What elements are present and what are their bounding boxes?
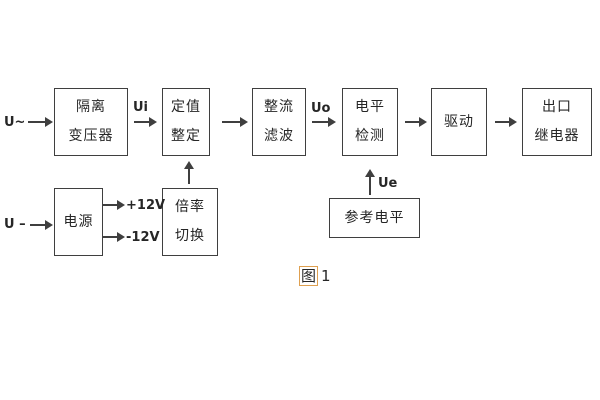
block-label-line: 倍率: [175, 199, 205, 215]
block-level-detection: 电平 检测: [342, 88, 398, 156]
block-label-line: 电平: [355, 99, 385, 115]
block-label-line: 定值: [171, 99, 201, 115]
block-label-line: 检测: [355, 128, 385, 144]
arrow-power-positive-icon: [103, 200, 125, 210]
block-setting-adjustment: 定值 整定: [162, 88, 210, 156]
block-label-line: 出口: [542, 99, 572, 115]
block-drive: 驱动: [431, 88, 487, 156]
signal-label-ue: Ue: [378, 176, 398, 191]
block-output-relay: 出口 继电器: [522, 88, 592, 156]
arrow-level-to-drive-icon: [405, 117, 427, 127]
arrow-rectifier-to-level-icon: [312, 117, 336, 127]
block-label-line: 整定: [171, 128, 201, 144]
block-label-line: 电源: [63, 213, 94, 230]
block-label-line: 整流: [264, 99, 294, 115]
block-label-line: 滤波: [264, 128, 294, 144]
block-label-line: 变压器: [68, 128, 114, 144]
block-rectifier-filter: 整流 滤波: [252, 88, 306, 156]
arrow-transformer-to-setting-icon: [134, 117, 157, 127]
block-label-line: 切换: [175, 228, 205, 244]
block-label-line: 驱动: [444, 113, 474, 130]
block-isolation-transformer: 隔离 变压器: [54, 88, 128, 156]
block-label-line: 隔离: [76, 99, 106, 115]
block-ratio-switching: 倍率 切换: [162, 188, 218, 256]
power-label-negative: -12V: [126, 230, 160, 245]
block-power-supply: 电源: [54, 188, 103, 256]
arrow-drive-to-relay-icon: [495, 117, 517, 127]
signal-label-uo: Uo: [311, 101, 331, 116]
input-label-ac: U~: [4, 115, 26, 130]
arrow-reference-to-level-icon: [365, 169, 375, 195]
figure-caption-number: 1: [321, 267, 331, 285]
arrow-input-ac-icon: [28, 117, 53, 127]
block-reference-level: 参考电平: [329, 198, 420, 238]
signal-label-ui: Ui: [133, 100, 149, 115]
arrow-ratio-to-setting-icon: [184, 161, 194, 184]
input-label-dc: U –: [4, 217, 26, 232]
block-label-line: 参考电平: [344, 209, 405, 226]
figure-caption-char: 图: [301, 267, 317, 285]
arrow-input-dc-icon: [30, 220, 53, 230]
block-label-line: 继电器: [534, 128, 580, 144]
power-label-positive: +12V: [126, 198, 166, 213]
arrow-setting-to-rectifier-icon: [222, 117, 248, 127]
arrow-power-negative-icon: [103, 232, 125, 242]
